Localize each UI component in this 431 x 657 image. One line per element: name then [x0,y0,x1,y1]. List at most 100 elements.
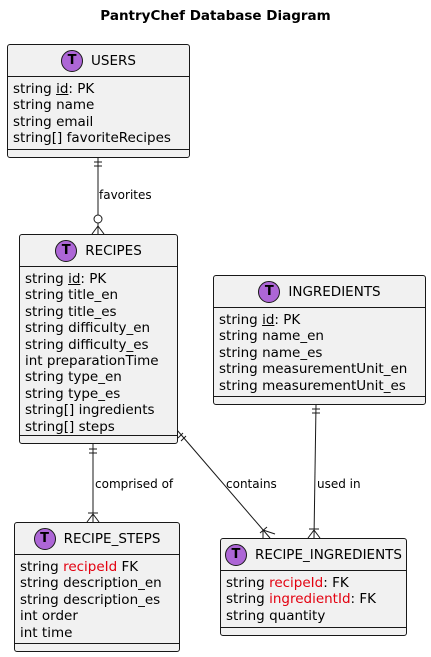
attribute-type: string [25,287,64,304]
attribute-type: string [226,607,265,624]
attribute-row: string recipeId: FK [226,575,406,591]
entity-name: RECIPE_INGREDIENTS [254,546,402,563]
entity-recipe-ingredients: T RECIPE_INGREDIENTS string recipeId: FK… [220,538,407,636]
attribute-field: ingredientId [269,591,351,608]
attribute-field: preparationTime [46,353,159,370]
edge-used-in [307,404,321,539]
attribute-row: string id: PK [13,81,189,97]
attribute-row: int time [20,625,179,641]
attribute-field: description_en [63,575,162,592]
attribute-row: string measurementUnit_es [219,378,425,394]
attribute-type: string [13,97,52,114]
attribute-field: name [56,97,95,114]
entity-name: RECIPE_STEPS [63,530,161,547]
edge-comprised-of [86,444,100,523]
attribute-key: : PK [274,312,301,328]
attribute-field: difficulty_en [68,320,151,337]
attribute-row: string id: PK [25,271,177,287]
entity-header: T USERS [8,45,189,77]
attribute-type: int [25,353,43,370]
methods-divider [214,396,425,397]
attribute-key: FK [117,559,139,575]
attribute-type: int [20,624,38,641]
table-icon: T [33,527,56,550]
attribute-field: email [56,113,94,130]
table-icon: T [61,49,84,72]
table-icon: T [55,239,78,262]
attribute-type: string [219,377,258,394]
attribute-row: int order [20,608,179,624]
attribute-type: string [13,113,52,130]
attribute-row: string[] ingredients [25,402,177,418]
attribute-type: string [13,81,52,97]
attribute-row: string name_es [219,345,425,361]
attribute-field: time [41,624,73,641]
attribute-type: string [20,559,59,575]
attribute-type: string [25,271,64,287]
attribute-key: : PK [80,271,107,287]
label-favorites: favorites [99,188,152,202]
attribute-field: title_es [68,303,117,320]
attribute-row: string title_en [25,287,177,303]
attribute-row: string type_es [25,386,177,402]
attribute-type: string [25,369,64,386]
attribute-field: id [56,81,69,97]
attribute-row: string quantity [226,608,406,624]
attribute-field: quantity [269,607,326,624]
diagram-title: PantryChef Database Diagram [100,8,331,24]
entity-name: USERS [91,52,136,69]
attribute-row: string name [13,97,189,113]
attribute-field: ingredients [78,402,155,419]
entity-name: RECIPES [85,242,142,259]
attribute-field: difficulty_es [68,336,149,353]
methods-divider [8,149,189,150]
label-used-in: used in [317,477,361,491]
attribute-type: string [25,336,64,353]
attribute-field: measurementUnit_en [262,361,408,378]
attribute-field: title_en [68,287,119,304]
attribute-key: : FK [323,575,349,591]
attribute-row: string[] steps [25,419,177,435]
attribute-row: string[] favoriteRecipes [13,130,189,146]
attribute-type: string [20,591,59,608]
attribute-row: string type_en [25,369,177,385]
methods-divider [15,643,179,644]
attribute-field: type_en [68,369,122,386]
attribute-field: id [262,312,275,328]
attribute-field: order [41,608,78,625]
methods-divider [20,435,177,436]
table-icon: T [224,543,247,566]
attribute-field: measurementUnit_es [262,377,406,394]
edge-contains [176,429,276,539]
attribute-type: string [226,575,265,591]
attribute-type: string [219,361,258,378]
attribute-row: string measurementUnit_en [219,361,425,377]
attribute-type: string[] [25,418,75,435]
attribute-row: string id: PK [219,312,425,328]
attribute-type: string [25,303,64,320]
table-icon: T [258,280,281,303]
attribute-key: : FK [350,591,376,608]
attribute-type: string[] [25,402,75,419]
attribute-row: string difficulty_es [25,337,177,353]
attribute-type: string [219,312,258,328]
entity-header: T RECIPE_INGREDIENTS [221,539,406,571]
attribute-type: int [20,608,38,625]
attribute-field: id [68,271,81,287]
attribute-field: steps [78,418,115,435]
methods-divider [221,627,406,628]
attribute-row: string ingredientId: FK [226,591,406,607]
attribute-row: string recipeId FK [20,559,179,575]
label-comprised-of: comprised of [95,477,174,491]
attribute-type: string [25,385,64,402]
attribute-type: string [20,575,59,592]
attribute-row: int preparationTime [25,353,177,369]
entity-header: T RECIPES [20,235,177,267]
